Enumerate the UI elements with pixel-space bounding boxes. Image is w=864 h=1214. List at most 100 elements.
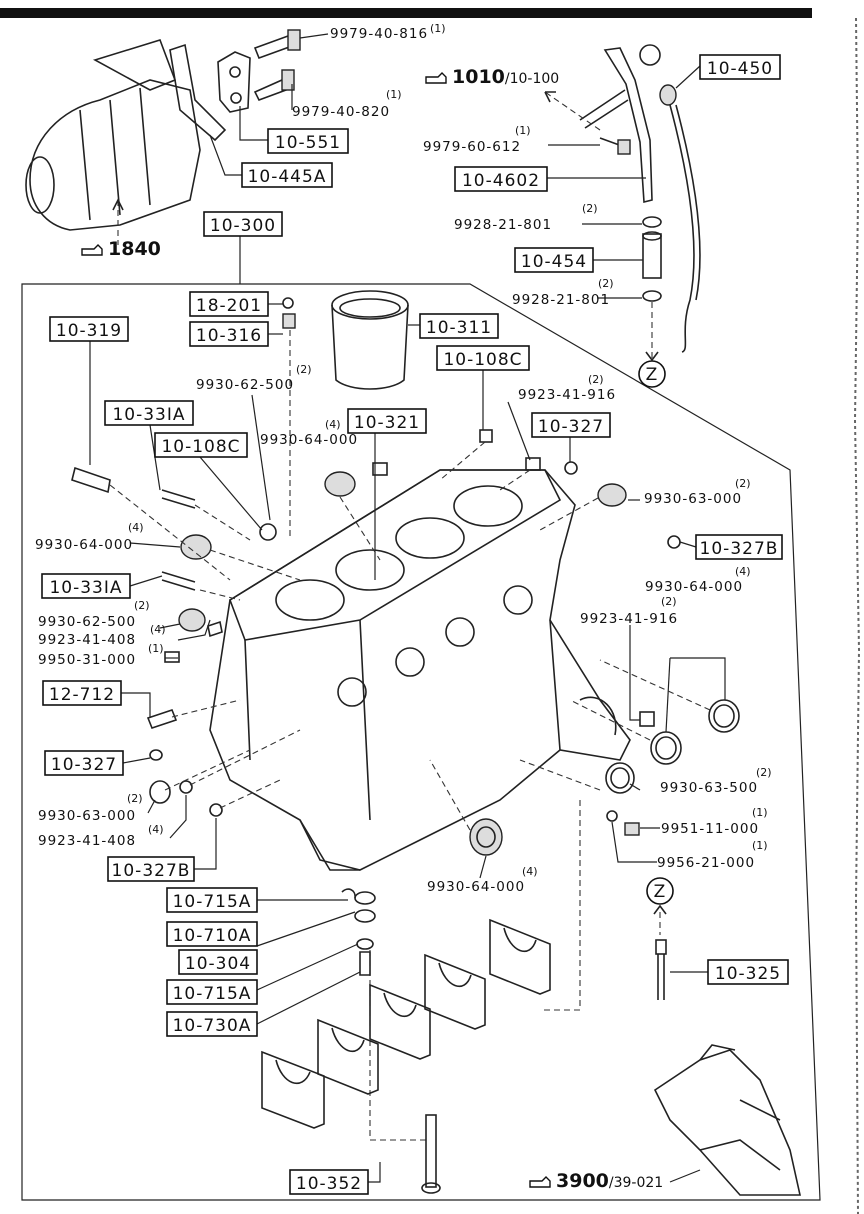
scan-edge: [853, 17, 861, 1214]
ref-1010-arrow-line: [544, 91, 601, 131]
callout-box: [154, 432, 248, 458]
part-number: 9979-60-612: [423, 139, 521, 155]
part-quantity: (1): [515, 124, 531, 137]
part-quantity: (2): [588, 373, 604, 386]
part-quantity: (2): [296, 363, 312, 376]
reference-number: 1010/10-100: [452, 66, 559, 88]
callout-box: [695, 534, 783, 560]
reference-main: 1010: [452, 66, 505, 88]
arrowhead-z-top: [645, 351, 659, 362]
part-quantity: (4): [325, 418, 341, 431]
callout-box: [203, 211, 283, 237]
plug-10-316: [282, 313, 296, 329]
connection-marker-letter: Z: [646, 365, 659, 385]
part-quantity: (2): [661, 595, 677, 608]
part-number: 9923-41-408: [38, 833, 136, 849]
pointing-hand-icon: [425, 72, 447, 84]
callout-label: 12-712: [49, 685, 115, 705]
callout-box: [454, 166, 548, 192]
callout-box: [166, 979, 258, 1005]
part-number: 9930-64-000: [645, 579, 743, 595]
connection-marker-letter: Z: [654, 882, 667, 902]
leader-816: [299, 33, 329, 39]
part-quantity: (2): [735, 477, 751, 490]
callout-box: [707, 959, 789, 985]
hose-10-454: [642, 231, 662, 279]
callout-label: 10-319: [56, 321, 122, 341]
clamp-1: [642, 216, 662, 228]
callout-label: 10-327: [51, 755, 117, 775]
pointing-hand-icon: [529, 1176, 551, 1188]
part-quantity: (4): [735, 565, 751, 578]
part-number: 9979-40-816: [330, 26, 428, 42]
part-number: 9930-62-500: [38, 614, 136, 630]
dowel-18-201: [282, 297, 294, 309]
callout-box: [44, 750, 124, 776]
part-quantity: (2): [582, 202, 598, 215]
callout-box: [419, 313, 499, 339]
callout-label: 10-327B: [112, 861, 191, 881]
reference-number: 3900/39-021: [556, 1170, 663, 1192]
part-quantity: (2): [134, 599, 150, 612]
dipstick-assembly: [579, 44, 701, 353]
assembly-boundary: [21, 283, 821, 1201]
part-number: 9928-21-801: [454, 217, 552, 233]
callout-box: [267, 128, 349, 154]
bearing-cap-bolt: [421, 1114, 441, 1194]
callout-label: 10-327: [538, 417, 604, 437]
oil-seals: [149, 699, 740, 804]
part-quantity: (2): [756, 766, 772, 779]
part-number: 9930-64-000: [427, 879, 525, 895]
callout-label: 10-730A: [173, 1016, 252, 1036]
ref-1010-arrowhead: [544, 91, 556, 103]
part-number: 9956-21-000: [657, 855, 755, 871]
part-number: 9930-63-000: [644, 491, 742, 507]
callout-label: 18-201: [196, 296, 262, 316]
callout-box: [436, 345, 530, 371]
callout-label: 10-316: [196, 326, 262, 346]
callout-box: [289, 1169, 369, 1195]
cylinder-sleeve: [331, 290, 420, 390]
leader-lines: [89, 341, 726, 1183]
callout-label: 10-710A: [173, 926, 252, 946]
callout-box: [178, 949, 258, 975]
callout-label: 10-445A: [248, 167, 327, 187]
callout-box: [166, 1011, 258, 1037]
arrowhead-z-bottom: [653, 904, 667, 915]
callout-box: [241, 162, 333, 188]
ref-3900-leader: [669, 1169, 701, 1183]
clamp-2: [642, 290, 662, 302]
reference-sub: /10-100: [505, 71, 559, 87]
callout-box: [41, 573, 131, 599]
alignment-dashes: [109, 441, 711, 1141]
callout-label: 10-300: [210, 216, 276, 236]
cylinder-block: [209, 469, 631, 871]
part-quantity: (1): [148, 642, 164, 655]
part-number: 9930-62-500: [196, 377, 294, 393]
reference-main: 1840: [108, 238, 161, 260]
callout-label: 10-715A: [173, 984, 252, 1004]
part-quantity: (1): [430, 22, 446, 35]
part-quantity: (1): [386, 88, 402, 101]
oil-pipe: [655, 939, 667, 1000]
callout-box: [189, 321, 269, 347]
callout-label: 10-715A: [173, 892, 252, 912]
part-number: 9951-11-000: [661, 821, 759, 837]
callout-label: 10-454: [521, 252, 587, 272]
callout-box: [531, 412, 611, 438]
callout-label: 10-311: [426, 318, 492, 338]
callout-label: 10-33IA: [49, 578, 122, 598]
callout-box: [347, 408, 427, 434]
part-quantity: (4): [150, 623, 166, 636]
callout-label: 10-108C: [443, 350, 522, 370]
callout-box: [166, 921, 258, 947]
part-number: 9979-40-820: [292, 104, 390, 120]
reference-ref-1010: 1010/10-100: [425, 66, 559, 88]
callout-box: [42, 680, 122, 706]
callout-box: [699, 54, 781, 80]
part-number: 9950-31-000: [38, 652, 136, 668]
callout-label: 10-108C: [161, 437, 240, 457]
part-quantity: (1): [752, 806, 768, 819]
part-quantity: (2): [127, 792, 143, 805]
